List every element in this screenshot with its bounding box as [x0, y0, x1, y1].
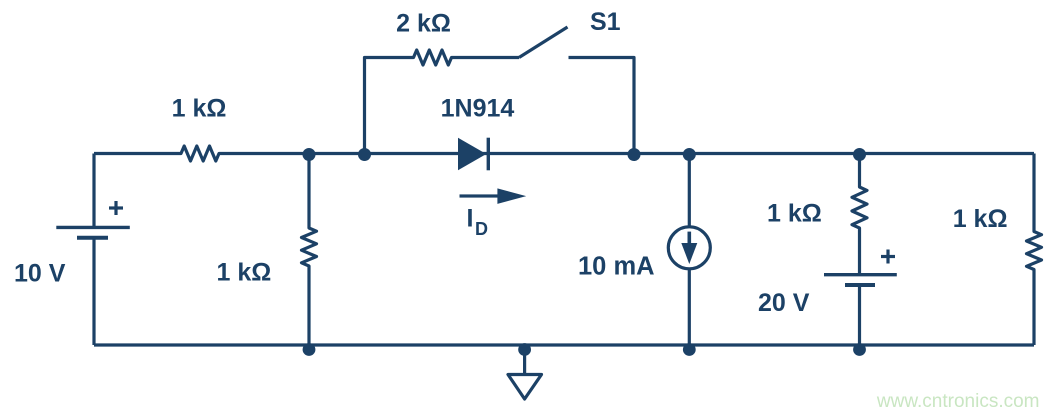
svg-text:www.cntronics.com: www.cntronics.com — [876, 391, 1040, 412]
svg-text:I: I — [467, 205, 474, 233]
svg-text:20 V: 20 V — [758, 289, 810, 317]
svg-text:1 kΩ: 1 kΩ — [217, 259, 272, 287]
svg-text:1 kΩ: 1 kΩ — [953, 205, 1008, 233]
svg-text:1 kΩ: 1 kΩ — [767, 200, 822, 228]
svg-text:D: D — [475, 219, 488, 239]
svg-text:1N914: 1N914 — [441, 95, 515, 123]
svg-text:S1: S1 — [590, 8, 621, 36]
svg-text:10 mA: 10 mA — [578, 253, 655, 281]
svg-text:2 kΩ: 2 kΩ — [396, 10, 451, 38]
svg-text:1 kΩ: 1 kΩ — [172, 95, 227, 123]
svg-text:10 V: 10 V — [14, 260, 66, 288]
